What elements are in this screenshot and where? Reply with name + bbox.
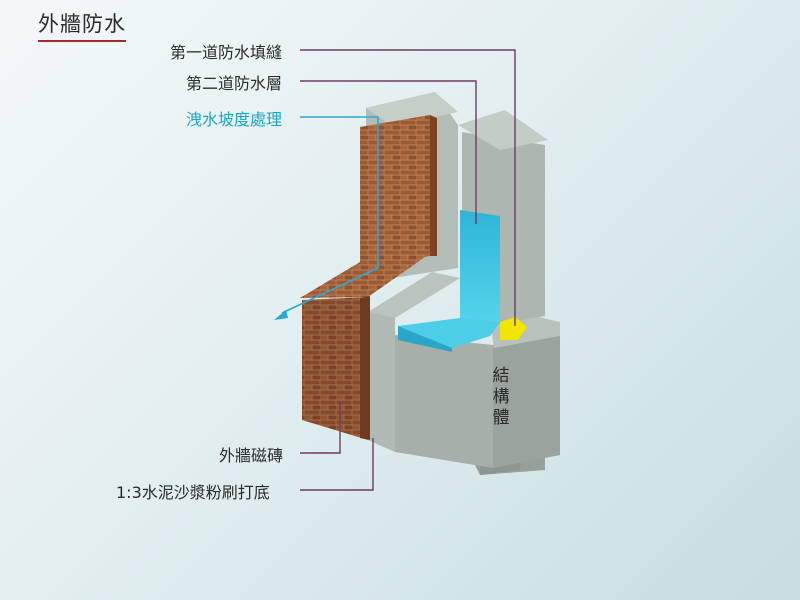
- leader-tile: [300, 402, 341, 454]
- leader-seal: [300, 49, 516, 326]
- callout-exterior-tile: 外牆磁磚: [219, 446, 284, 465]
- structure-label: 結構體: [492, 366, 510, 428]
- callout-second-membrane: 第二道防水層: [186, 74, 283, 93]
- waterproof-layer: [398, 210, 500, 352]
- leader-membrane: [300, 80, 477, 224]
- callout-slope-drainage: 洩水坡度處理: [186, 110, 283, 129]
- leader-mortar: [300, 438, 374, 491]
- callout-mortar-base: 1:3水泥沙漿粉刷打底: [116, 483, 270, 502]
- slope-arrowhead: [274, 310, 288, 320]
- callout-first-sealant: 第一道防水填縫: [170, 43, 283, 62]
- leader-slope: [281, 116, 379, 314]
- sealant-bead: [500, 317, 527, 340]
- diagram-title: 外牆防水: [38, 8, 126, 42]
